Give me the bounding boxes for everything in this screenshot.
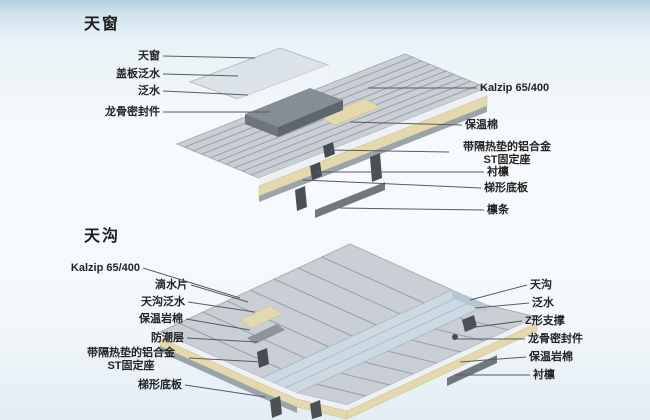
label-kalzip-panel-2: Kalzip 65/400 <box>70 262 140 274</box>
support-foot <box>270 396 282 418</box>
skylight-detail-rendering <box>175 47 489 218</box>
insulation-cut-patch <box>319 98 381 126</box>
label-rock-wool-insulation-2: 保温岩棉 <box>529 351 573 363</box>
panel-edge-layer <box>259 88 487 186</box>
label-flashing: 泛水 <box>138 85 160 97</box>
support-foot <box>310 400 322 419</box>
label-st-clip-mount-2: 带隔热垫的铝合金 ST固定座 <box>87 347 175 372</box>
skylight-curb-top <box>245 88 343 127</box>
purlin-bar <box>315 182 385 218</box>
gutter-channel-lines <box>272 294 476 389</box>
label-cover-flashing: 盖板泛水 <box>116 68 160 80</box>
label-flashing-2: 泛水 <box>532 297 554 309</box>
st-clip <box>257 348 269 368</box>
label-trapezoidal-deck: 梯形底板 <box>484 182 528 194</box>
label-kalzip-panel: Kalzip 65/400 <box>480 82 550 94</box>
st-clip <box>323 142 335 158</box>
liner-purlin-clip <box>310 162 322 180</box>
section-title-skylight: 天窗 <box>84 16 121 33</box>
skylight-lid-edge <box>238 65 328 104</box>
label-z-support: Z形支撑 <box>525 315 565 327</box>
label-skylight: 天窗 <box>138 50 160 62</box>
gutter-detail-rendering <box>158 243 539 420</box>
label-gutter-flashing: 天沟泛水 <box>141 296 185 308</box>
label-keel-seal-2: 龙骨密封件 <box>528 333 583 345</box>
label-rock-wool-insulation: 保温岩棉 <box>139 313 183 325</box>
section-title-gutter: 天沟 <box>84 228 121 245</box>
label-moisture-barrier: 防潮层 <box>151 332 184 344</box>
front-panel-edge-layer <box>160 332 347 411</box>
label-insulation-wool: 保温棉 <box>465 119 498 131</box>
liner-purlin-bar <box>447 355 497 386</box>
label-liner-purlin-2: 衬檩 <box>533 369 555 381</box>
label-liner-purlin: 衬檩 <box>487 166 509 178</box>
label-trapezoidal-deck-2: 梯形底板 <box>138 379 182 391</box>
right-roof-edge-white <box>347 317 537 411</box>
label-gutter: 天沟 <box>530 279 552 291</box>
support-foot <box>295 186 307 211</box>
support-foot <box>370 153 382 182</box>
label-purlin: 檩条 <box>487 204 509 216</box>
skylight-curb-left <box>245 114 278 137</box>
keel-seal-part <box>452 334 458 340</box>
label-drip-plate: 滴水片 <box>155 279 188 291</box>
label-keel-seal: 龙骨密封件 <box>105 106 160 118</box>
label-st-clip-mount: 带隔热垫的铝合金 ST固定座 <box>463 141 551 166</box>
right-roof-ribs <box>315 317 510 397</box>
skylight-curb-front <box>278 100 343 137</box>
